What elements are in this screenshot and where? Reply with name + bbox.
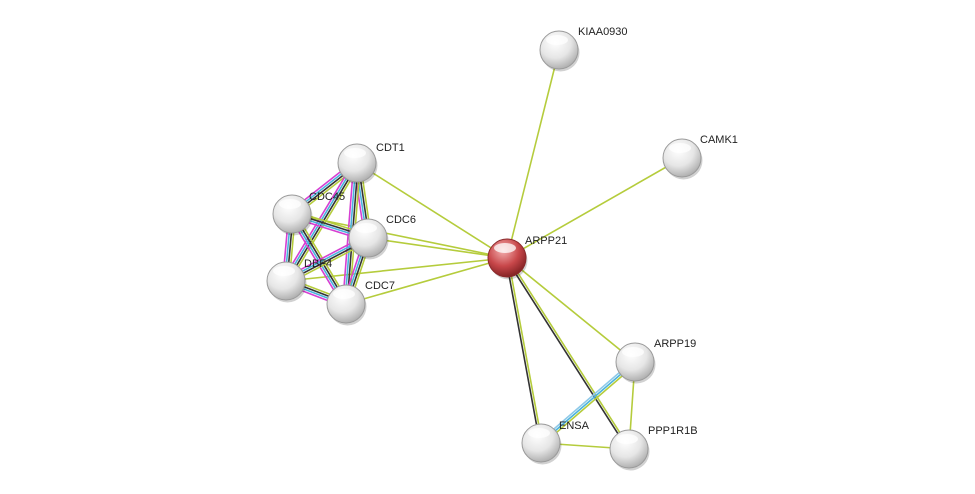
edge-line-experiments [282, 160, 355, 281]
node-cdc6[interactable]: CDC6 [348, 214, 416, 260]
node-label: KIAA0930 [578, 26, 628, 38]
node-dbf4[interactable]: DBF4 [266, 258, 332, 303]
edge-arpp21-camk1[interactable] [506, 157, 683, 259]
edge-line-textmining [356, 162, 508, 259]
node-arpp19[interactable]: ARPP19 [615, 338, 696, 384]
edge-line-textmining [541, 362, 638, 446]
node-cdc7[interactable]: CDC7 [326, 280, 395, 326]
edge-arpp21-ppp1r1b[interactable] [505, 256, 631, 451]
edge-line-textmining [507, 256, 631, 450]
node-label: ENSA [559, 420, 590, 432]
node-label: CDC45 [309, 191, 345, 203]
edge-line-textmining [506, 49, 560, 259]
node-ppp1r1b[interactable]: PPP1R1B [609, 425, 698, 471]
node-highlight [616, 434, 638, 444]
node-highlight [622, 347, 644, 357]
node-label: PPP1R1B [648, 425, 698, 437]
node-label: ARPP19 [654, 338, 696, 350]
edge-line-database [540, 361, 636, 444]
node-arpp21[interactable]: ARPP21 [487, 235, 567, 280]
edge-arpp21-cdc7[interactable] [345, 257, 508, 305]
node-kiaa0930[interactable]: KIAA0930 [539, 26, 628, 72]
nodes-layer: ARPP21 KIAA0930CAMK1CDT1CDC45CDC6DBF4CDC7… [266, 26, 738, 471]
edge-line-homology [538, 359, 635, 443]
node-highlight [273, 266, 295, 276]
edge-line-textmining [367, 237, 508, 259]
edge-arpp21-dbf4[interactable] [285, 257, 508, 282]
node-highlight [344, 148, 366, 158]
node-highlight [494, 243, 516, 253]
node-cdc45[interactable]: CDC45 [272, 191, 345, 236]
edge-line-textmining [506, 157, 683, 259]
node-label: CAMK1 [700, 134, 738, 146]
node-cdt1[interactable]: CDT1 [337, 142, 405, 185]
edge-line-textmining [506, 257, 636, 363]
node-highlight [528, 428, 550, 438]
node-highlight [279, 199, 301, 209]
edge-arpp21-ensa[interactable] [505, 257, 543, 444]
edge-line-coexpression [505, 257, 541, 444]
edge-arpp21-cdc6[interactable] [367, 237, 508, 259]
node-camk1[interactable]: CAMK1 [662, 134, 738, 180]
edges-layer [281, 49, 683, 451]
edge-line-textmining [285, 257, 508, 282]
edge-line-textmining [507, 257, 543, 444]
edge-arpp19-ensa[interactable] [538, 359, 638, 446]
node-label: CDC6 [386, 214, 416, 226]
edge-line-textmining [345, 257, 508, 305]
node-label: CDC7 [365, 280, 395, 292]
node-highlight [333, 289, 355, 299]
edge-line-coexpression [505, 257, 629, 451]
node-highlight [669, 143, 691, 153]
node-highlight [546, 35, 568, 45]
node-label: DBF4 [304, 258, 332, 270]
node-label: CDT1 [376, 142, 405, 154]
node-ensa[interactable]: ENSA [521, 420, 590, 465]
edge-arpp21-arpp19[interactable] [506, 257, 636, 363]
edge-arpp21-cdt1[interactable] [356, 162, 508, 259]
node-highlight [355, 223, 377, 233]
edge-arpp21-kiaa0930[interactable] [506, 49, 560, 259]
node-label: ARPP21 [525, 235, 567, 247]
